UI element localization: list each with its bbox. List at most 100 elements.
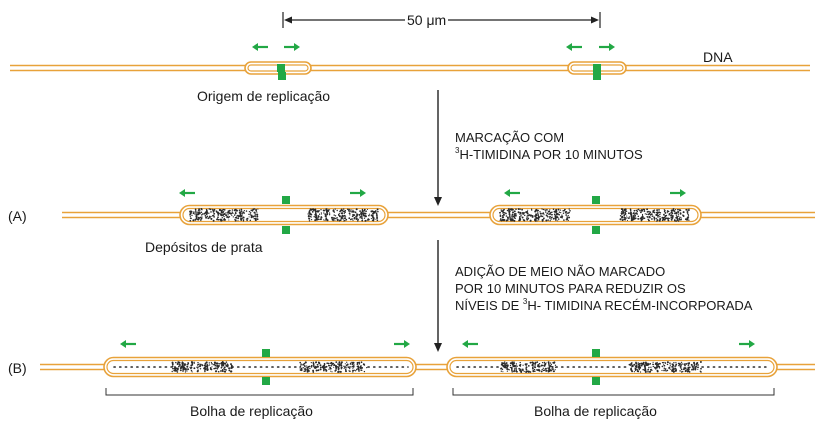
silver-grain (527, 365, 530, 367)
silver-grain (515, 208, 517, 210)
silver-grain (363, 208, 366, 211)
silver-grain (523, 212, 526, 214)
silver-grain (183, 363, 186, 367)
silver-grain (537, 209, 540, 212)
silver-grain (531, 209, 533, 211)
silver-grain (541, 208, 543, 210)
silver-grain (531, 363, 534, 366)
silver-grain (688, 371, 691, 373)
silver-grain (217, 365, 220, 368)
silver-grain (652, 211, 655, 213)
silver-grain (175, 361, 177, 364)
silver-grain (226, 216, 228, 218)
silver-grain (649, 214, 652, 216)
silver-grain (691, 368, 693, 371)
silver-grain (326, 362, 329, 365)
silver-grain (363, 217, 366, 219)
silver-grain (352, 371, 354, 373)
silver-grain (687, 364, 690, 366)
silver-grain (358, 361, 361, 364)
silver-grain (249, 212, 252, 214)
silver-grain (204, 365, 206, 367)
silver-grain (255, 210, 257, 212)
silver-grain (324, 213, 326, 215)
silver-grain (545, 214, 548, 217)
silver-grain (669, 362, 671, 364)
origin-label: Origem de replicação (197, 88, 331, 104)
silver-grain (505, 362, 508, 364)
silver-grain (509, 217, 511, 219)
silver-grain (679, 216, 681, 218)
silver-grain (214, 361, 216, 363)
silver-grain (544, 368, 546, 370)
silver-grain (194, 209, 197, 211)
silver-grain (541, 368, 543, 371)
silver-grain (368, 214, 370, 217)
silver-grain (535, 214, 538, 217)
silver-grain (351, 363, 354, 366)
silver-grain (344, 366, 346, 369)
silver-grain (208, 215, 211, 218)
silver-grain (307, 215, 310, 218)
silver-grain (556, 214, 558, 216)
silver-grain (197, 211, 199, 214)
silver-grain (688, 369, 690, 371)
fork-arrow-right-icon (350, 189, 366, 197)
silver-grain (216, 218, 219, 220)
silver-grain (337, 371, 340, 373)
silver-grain (324, 219, 326, 221)
silver-grain (509, 210, 511, 212)
silver-grain (213, 214, 215, 216)
silver-grain (336, 216, 338, 219)
silver-grain (197, 366, 200, 368)
silver-grain (636, 210, 639, 213)
silver-grain (256, 213, 259, 216)
silver-grain (541, 215, 544, 218)
silver-grain (357, 218, 359, 221)
silver-grain (223, 215, 225, 218)
silver-grain (648, 212, 651, 215)
silver-grain (227, 210, 230, 213)
silver-grain (647, 368, 650, 370)
fork-arrow-left-icon (566, 43, 582, 51)
silver-grain (319, 218, 322, 221)
silver-grain (542, 212, 545, 215)
silver-grain (535, 362, 537, 364)
silver-grain (191, 214, 193, 217)
silver-grain (317, 210, 320, 213)
silver-grain (371, 215, 374, 218)
silver-grain (217, 214, 220, 216)
silver-grain (202, 213, 204, 215)
silver-grain (216, 211, 218, 214)
silver-grain (205, 211, 207, 213)
silver-grain (674, 368, 676, 370)
silver-grain (648, 215, 651, 218)
silver-grain (666, 212, 668, 214)
silver-grain (511, 218, 513, 221)
silver-grain (506, 209, 509, 212)
silver-grain (641, 209, 643, 212)
silver-grain (315, 369, 318, 372)
silver-grain (330, 370, 332, 372)
silver-grain (217, 212, 220, 215)
silver-grain (669, 217, 671, 219)
silver-grain (675, 361, 677, 364)
silver-grain (622, 211, 625, 214)
origin-marker-b-left-top (262, 349, 270, 357)
silver-grain (668, 367, 670, 370)
fork-arrow-left-icon-head (462, 340, 468, 348)
silver-grain (373, 211, 376, 214)
silver-grain (688, 363, 690, 365)
silver-grain (663, 365, 665, 367)
silver-grain (513, 369, 516, 372)
silver-grain (310, 364, 313, 367)
silver-grain (554, 219, 557, 221)
silver-grain (235, 219, 237, 221)
silver-grain (332, 218, 335, 220)
silver-grain (352, 367, 354, 369)
silver-grain (694, 368, 697, 371)
silver-grain (700, 367, 702, 370)
origin-marker-b-left-bottom (262, 377, 270, 385)
silver-grain (330, 361, 333, 364)
